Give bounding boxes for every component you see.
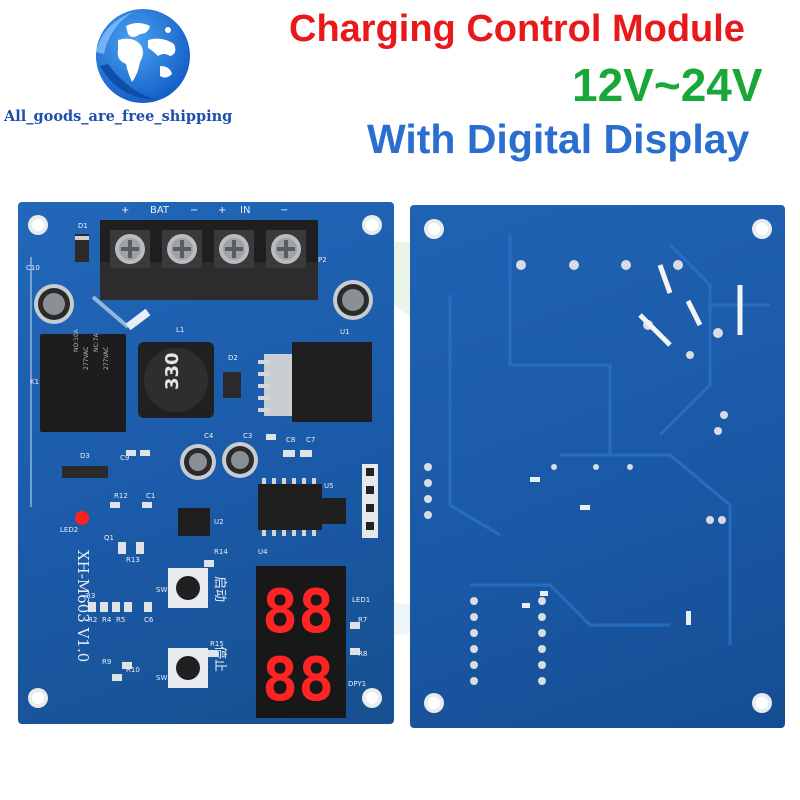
part-label: K1: [30, 378, 39, 386]
inductor-code: 330: [162, 352, 183, 390]
part-label: R3: [86, 592, 95, 600]
terminal-labels: + BAT − + IN −: [121, 205, 288, 216]
ic-u2: [178, 508, 210, 536]
part-label: R7: [358, 616, 367, 624]
part-label: SW2: [156, 674, 172, 682]
diode-d2: [223, 372, 241, 398]
part-label: C8: [286, 436, 295, 444]
capacitor-right: [333, 280, 373, 320]
part-label: C9: [120, 454, 129, 462]
smd-components: [88, 434, 360, 681]
part-label: R2: [88, 616, 97, 624]
part-label: R15: [210, 640, 224, 648]
part-label: R5: [116, 616, 125, 624]
copper-traces: [448, 235, 770, 645]
part-label: D1: [78, 222, 88, 230]
pcb-back-side: [410, 205, 785, 728]
svg-text:NO:10A: NO:10A: [73, 328, 80, 352]
inductor-l1: 330: [138, 342, 214, 418]
part-label: R13: [126, 556, 140, 564]
part-label: R8: [358, 650, 367, 658]
part-label: C7: [306, 436, 315, 444]
pcb-front-side: + BAT − + IN − D1 C10 P2: [18, 202, 394, 724]
relay-leads: [638, 264, 743, 347]
part-label: R12: [114, 492, 128, 500]
part-label: D2: [228, 354, 238, 362]
part-label: U2: [214, 518, 224, 526]
diode-d1: [75, 234, 89, 262]
part-label: LED1: [352, 596, 370, 604]
status-led: [75, 511, 89, 525]
part-label: P2: [318, 256, 327, 264]
part-label: D3: [80, 452, 90, 460]
header-pins: [362, 464, 378, 538]
relay-k1: NO:10A 277VAC NC:7A 277VAC: [40, 328, 126, 432]
capacitor-c3: [222, 442, 258, 478]
part-label: U4: [258, 548, 268, 556]
product-title: Charging Control Module: [289, 8, 745, 50]
mounting-holes: [424, 219, 772, 713]
part-label: R10: [126, 666, 140, 674]
smd-pads: [522, 477, 691, 625]
part-label: C4: [204, 432, 214, 440]
part-label: C3: [243, 432, 252, 440]
stop-switch-sw2: [168, 648, 208, 688]
part-label: L1: [176, 326, 184, 334]
feature-subtitle: With Digital Display: [367, 116, 750, 162]
store-logo: [88, 4, 198, 108]
part-label: R4: [102, 616, 112, 624]
voltage-range-text: 12V~24V: [572, 59, 763, 111]
mounting-holes: [28, 215, 382, 708]
part-label: Q1: [104, 534, 114, 542]
terminal-label: −: [190, 205, 198, 216]
part-label: R14: [214, 548, 228, 556]
terminal-label: +: [218, 205, 226, 216]
svg-text:277VAC: 277VAC: [103, 347, 110, 370]
start-label: 启动: [212, 576, 227, 602]
capacitor-c10: [34, 284, 74, 324]
screw-terminal-block: [100, 220, 318, 300]
part-label: U1: [340, 328, 350, 336]
part-label: DPY1: [348, 680, 366, 688]
ic-u4: [258, 478, 322, 536]
part-label: C1: [146, 492, 155, 500]
display-digits-top: 88: [262, 577, 334, 647]
model-text: XH-M603 V1.0: [74, 550, 92, 662]
display-digits-bottom: 88: [262, 645, 334, 715]
ic-u5: [320, 498, 346, 524]
terminal-label: BAT: [150, 205, 170, 216]
start-switch-sw1: [168, 568, 208, 608]
part-label: R9: [102, 658, 111, 666]
terminal-label: −: [280, 205, 288, 216]
part-label: SW1: [156, 586, 172, 594]
seven-segment-display: 88 88: [256, 566, 346, 718]
diode-d3: [62, 466, 108, 478]
stop-label: 停止: [212, 646, 228, 672]
regulator-u1: [258, 342, 372, 422]
terminal-label: +: [121, 205, 129, 216]
part-label: C10: [26, 264, 40, 272]
capacitor-c4: [180, 444, 216, 480]
solder-joints: [424, 260, 728, 685]
terminal-label: IN: [240, 205, 250, 216]
globe-icon: [96, 9, 190, 103]
svg-text:NC:7A: NC:7A: [93, 332, 100, 352]
part-label: LED2: [60, 526, 78, 534]
part-label: U5: [324, 482, 334, 490]
part-label: C6: [144, 616, 154, 624]
store-name-text: All_goods_are_free_shipping: [4, 108, 233, 125]
svg-text:277VAC: 277VAC: [83, 347, 90, 370]
